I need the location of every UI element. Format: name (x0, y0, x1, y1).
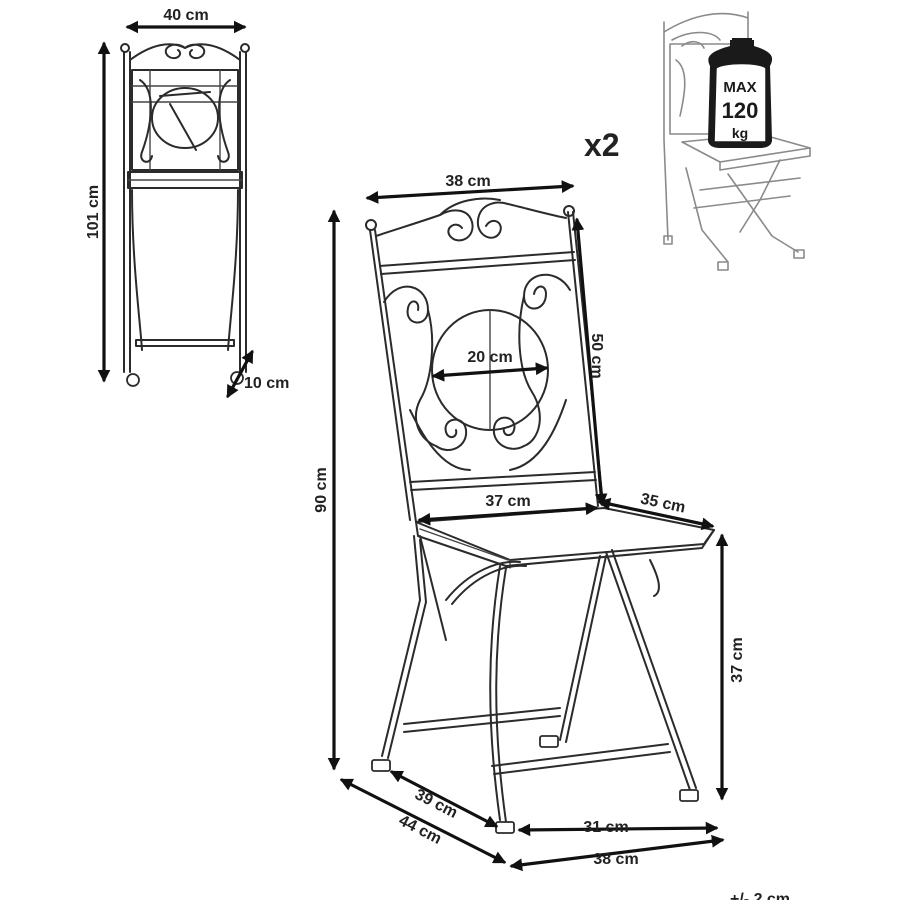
max-load-line3: kg (732, 125, 748, 141)
inner-width-label: 31 cm (583, 819, 628, 836)
max-load-line2: 120 (722, 98, 759, 123)
quantity-label: x2 (584, 127, 620, 163)
backrest-height-arrow (571, 217, 608, 507)
outer-depth-label: 44 cm (396, 812, 444, 848)
seat-height-label: 37 cm (729, 637, 746, 682)
front-width-label: 40 cm (163, 7, 208, 24)
medallion-label: 20 cm (467, 349, 512, 366)
front-view-chair (120, 43, 250, 387)
max-load-weight-badge: MAX 120 kg (708, 38, 773, 148)
backrest-width-arrow (365, 180, 575, 204)
seat-width-label: 37 cm (485, 493, 530, 510)
outer-width-arrow (509, 834, 725, 872)
outer-depth-arrow (339, 778, 507, 864)
inner-width-arrow (517, 821, 719, 837)
seat-width-arrow (417, 502, 599, 526)
medallion-arrow (431, 362, 549, 382)
inner-depth-label: 39 cm (412, 786, 460, 822)
front-height-label: 101 cm (85, 185, 102, 239)
seat-depth-arrow (597, 497, 715, 531)
max-load-line1: MAX (723, 79, 756, 96)
total-height-label: 90 cm (313, 467, 330, 512)
backrest-height-label: 50 cm (588, 333, 605, 378)
front-depth-label: 10 cm (244, 375, 289, 392)
backrest-width-label: 38 cm (445, 173, 490, 190)
front-depth-arrow (226, 349, 254, 399)
outer-width-label: 38 cm (593, 851, 638, 868)
tolerance-note: +/- 2 cm (730, 891, 790, 900)
